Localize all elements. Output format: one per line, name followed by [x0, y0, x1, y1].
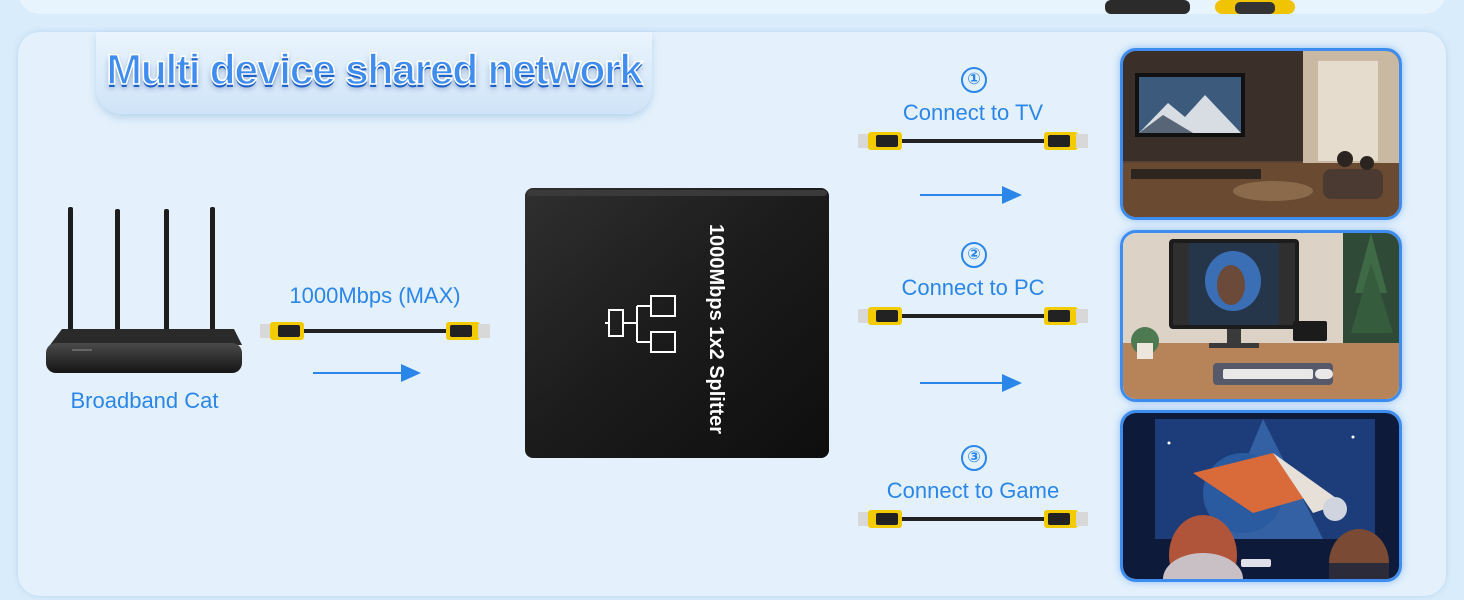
- splitter-body: [525, 188, 829, 458]
- top-device-fragment: [1105, 0, 1295, 14]
- output-2-number: ②: [961, 242, 987, 268]
- ethernet-cable-icon: [260, 322, 490, 340]
- network-topology-icon: [605, 295, 676, 353]
- gaming-photo: [1120, 410, 1402, 582]
- output-1-label: Connect to TV: [902, 100, 1044, 125]
- ethernet-cable-icon: [858, 307, 1088, 325]
- bandwidth-label: 1000Mbps (MAX): [289, 283, 461, 308]
- output-3-number: ③: [961, 445, 987, 471]
- splitter-device: 1000Mbps 1x2 Splitter: [525, 188, 829, 458]
- output-3-label: Connect to Game: [886, 478, 1060, 503]
- ethernet-cable-icon: [858, 132, 1088, 150]
- pc-desk-photo: [1120, 230, 1402, 402]
- arrow-right-icon: [313, 364, 421, 382]
- router-label: Broadband Cat: [70, 388, 219, 413]
- ethernet-cable-icon: [858, 510, 1088, 528]
- arrow-right-icon: [920, 374, 1022, 392]
- output-2-label: Connect to PC: [901, 275, 1045, 300]
- router-icon: [46, 207, 242, 373]
- top-panel-edge: [18, 0, 1446, 14]
- splitter-label: 1000Mbps 1x2 Splitter: [705, 224, 727, 435]
- page-title: Multi device shared network: [105, 45, 643, 95]
- arrow-right-icon: [920, 186, 1022, 204]
- tv-room-photo: [1120, 48, 1402, 220]
- output-1-number: ①: [961, 67, 987, 93]
- title-banner: Multi device shared network: [96, 32, 652, 114]
